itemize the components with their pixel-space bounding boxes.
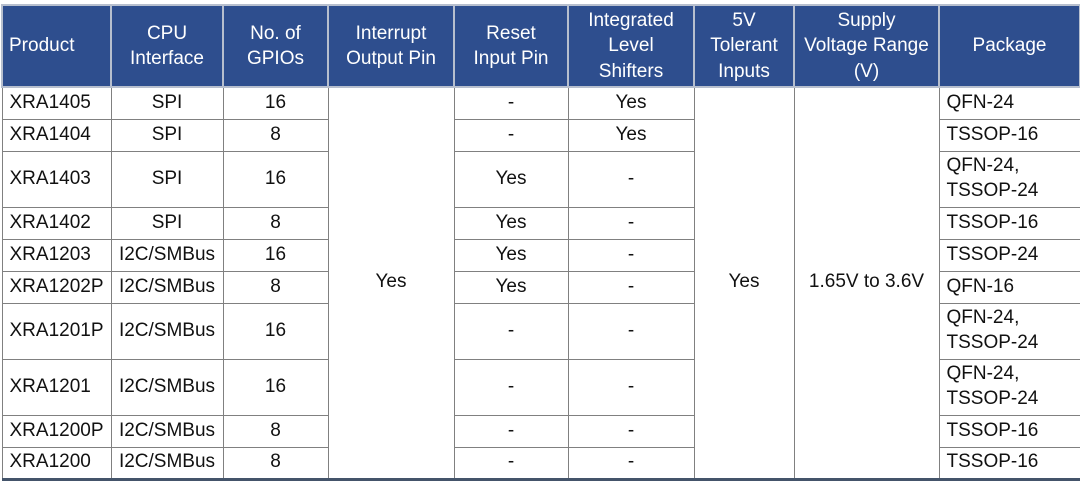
cell-cpu-interface: I2C/SMBus: [110, 358, 224, 416]
table-row-xra1200: XRA1200 I2C/SMBus 8 - - TSSOP-16: [1, 446, 1080, 480]
cell-gpio-count: 8: [222, 446, 329, 480]
cell-level-shifters: -: [567, 446, 695, 480]
cell-gpio-count: 16: [222, 86, 329, 120]
cell-gpio-count: 16: [222, 150, 329, 208]
column-header-package: Package: [938, 4, 1080, 88]
cell-level-shifters: Yes: [567, 86, 695, 120]
cell-package: TSSOP-16: [938, 118, 1080, 152]
column-header-cpu-interface: CPU Interface: [110, 4, 224, 88]
cell-package: QFN-24, TSSOP-24: [938, 358, 1080, 416]
column-header-supply-voltage-range: Supply Voltage Range (V): [793, 4, 940, 88]
column-header-level-shifters: Integrated Level Shifters: [567, 4, 695, 88]
column-header-product: Product: [1, 4, 112, 88]
cell-level-shifters: -: [567, 302, 695, 360]
cell-package: TSSOP-16: [938, 206, 1080, 240]
cell-reset-input-pin: Yes: [453, 150, 569, 208]
cell-package: QFN-16: [938, 270, 1080, 304]
cell-reset-input-pin: Yes: [453, 270, 569, 304]
cell-gpio-count: 16: [222, 302, 329, 360]
cell-gpio-count: 8: [222, 118, 329, 152]
cell-interrupt-output-pin-merged: Yes: [327, 86, 455, 480]
cell-reset-input-pin: Yes: [453, 206, 569, 240]
cell-level-shifters: -: [567, 358, 695, 416]
cell-package: QFN-24, TSSOP-24: [938, 150, 1080, 208]
cell-gpio-count: 16: [222, 238, 329, 272]
cell-cpu-interface: I2C/SMBus: [110, 270, 224, 304]
column-header-reset-input-pin: Reset Input Pin: [453, 4, 569, 88]
table-row-xra1403: XRA1403 SPI 16 Yes - QFN-24, TSSOP-24: [1, 150, 1080, 208]
cell-package: QFN-24, TSSOP-24: [938, 302, 1080, 360]
cell-product: XRA1200: [1, 446, 112, 480]
cell-level-shifters: Yes: [567, 118, 695, 152]
cell-5v-tolerant-merged: Yes: [693, 86, 795, 480]
cell-cpu-interface: SPI: [110, 150, 224, 208]
cell-product: XRA1403: [1, 150, 112, 208]
cell-package: QFN-24: [938, 86, 1080, 120]
cell-package: TSSOP-16: [938, 446, 1080, 480]
cell-package: TSSOP-24: [938, 238, 1080, 272]
cell-gpio-count: 8: [222, 414, 329, 448]
column-header-5v-tolerant-inputs: 5V Tolerant Inputs: [693, 4, 795, 88]
cell-reset-input-pin: -: [453, 118, 569, 152]
cell-supply-voltage-merged: 1.65V to 3.6V: [793, 86, 940, 480]
cell-reset-input-pin: -: [453, 414, 569, 448]
gpio-expander-comparison-table: Product CPU Interface No. of GPIOs Inter…: [1, 4, 1080, 481]
cell-reset-input-pin: -: [453, 302, 569, 360]
cell-gpio-count: 8: [222, 206, 329, 240]
cell-cpu-interface: SPI: [110, 206, 224, 240]
cell-product: XRA1402: [1, 206, 112, 240]
cell-level-shifters: -: [567, 150, 695, 208]
cell-reset-input-pin: Yes: [453, 238, 569, 272]
table-row-xra1405: XRA1405 SPI 16 Yes - Yes Yes 1.65V to 3.…: [1, 86, 1080, 480]
cell-product: XRA1202P: [1, 270, 112, 304]
cell-package: TSSOP-16: [938, 414, 1080, 448]
cell-level-shifters: -: [567, 414, 695, 448]
cell-gpio-count: 8: [222, 270, 329, 304]
cell-level-shifters: -: [567, 206, 695, 240]
cell-product: XRA1203: [1, 238, 112, 272]
column-header-gpio-count: No. of GPIOs: [222, 4, 329, 88]
cell-product: XRA1405: [1, 86, 112, 120]
cell-cpu-interface: SPI: [110, 118, 224, 152]
cell-cpu-interface: I2C/SMBus: [110, 302, 224, 360]
cell-product: XRA1201P: [1, 302, 112, 360]
cell-cpu-interface: I2C/SMBus: [110, 238, 224, 272]
cell-product: XRA1404: [1, 118, 112, 152]
table-row-xra1404: XRA1404 SPI 8 - Yes TSSOP-16: [1, 118, 1080, 152]
cell-gpio-count: 16: [222, 358, 329, 416]
cell-cpu-interface: I2C/SMBus: [110, 414, 224, 448]
cell-level-shifters: -: [567, 238, 695, 272]
cell-reset-input-pin: -: [453, 446, 569, 480]
cell-reset-input-pin: -: [453, 358, 569, 416]
column-header-interrupt-output-pin: Interrupt Output Pin: [327, 4, 455, 88]
table-row-xra1202p: XRA1202P I2C/SMBus 8 Yes - QFN-16: [1, 270, 1080, 304]
cell-product: XRA1200P: [1, 414, 112, 448]
header-row: Product CPU Interface No. of GPIOs Inter…: [1, 4, 1080, 88]
table-row-xra1402: XRA1402 SPI 8 Yes - TSSOP-16: [1, 206, 1080, 240]
cell-reset-input-pin: -: [453, 86, 569, 120]
cell-cpu-interface: I2C/SMBus: [110, 446, 224, 480]
table-row-xra1201: XRA1201 I2C/SMBus 16 - - QFN-24, TSSOP-2…: [1, 358, 1080, 416]
cell-level-shifters: -: [567, 270, 695, 304]
cell-product: XRA1201: [1, 358, 112, 416]
cell-cpu-interface: SPI: [110, 86, 224, 120]
